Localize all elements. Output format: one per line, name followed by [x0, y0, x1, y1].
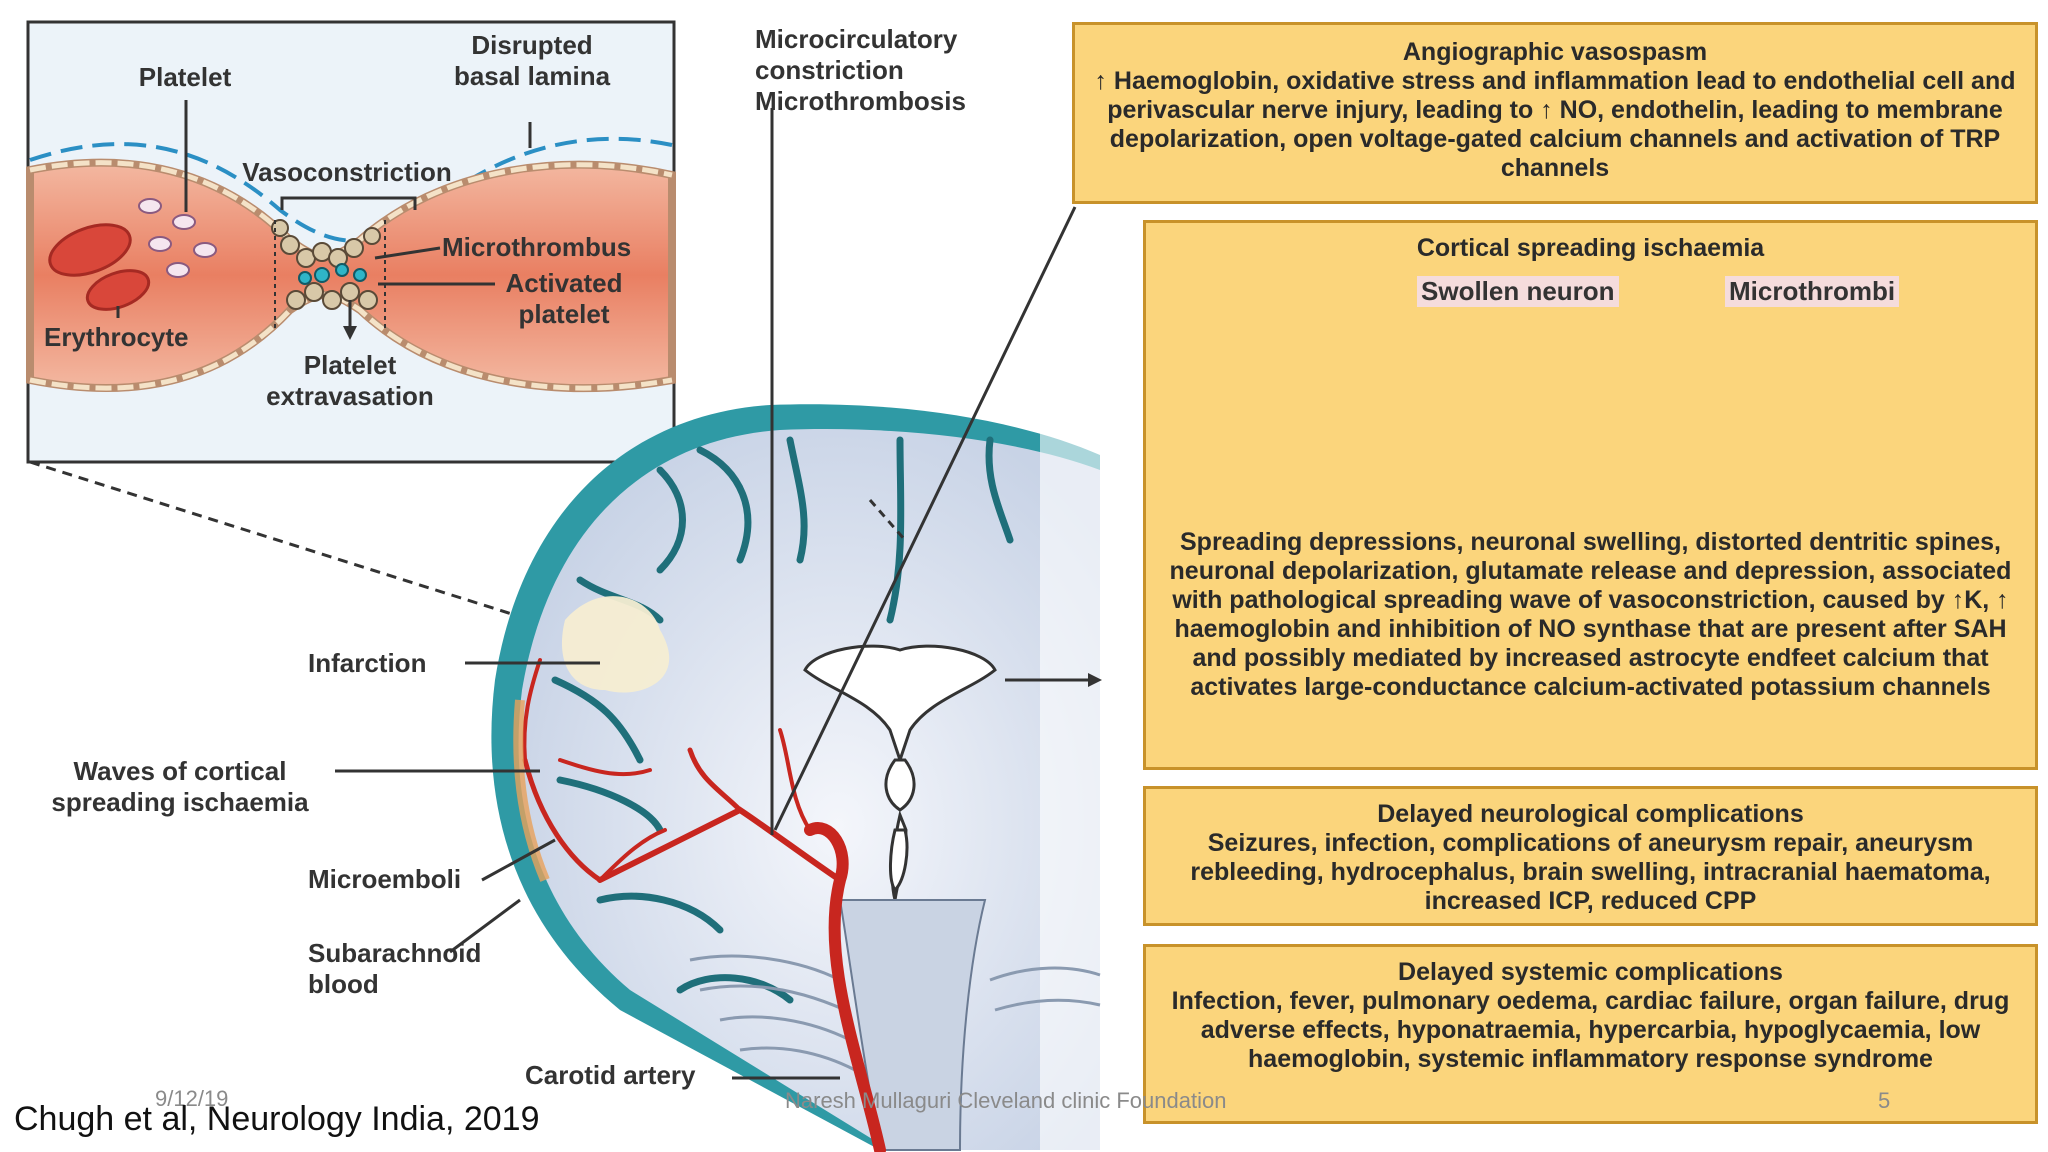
swollen-neuron-label: Swollen neuron [1417, 276, 1619, 307]
inset-vessel-figure [26, 20, 676, 464]
systemic-complications-box: Delayed systemic complications Infection… [1143, 944, 2038, 1124]
microthrombi-label: Microthrombi [1725, 276, 1900, 307]
disrupted-basal-lamina-label: Disrupted basal lamina [453, 30, 611, 91]
waves-label: Waves of cortical spreading ischaemia [51, 756, 309, 817]
page-number: 5 [1878, 1088, 1891, 1113]
microthrombus-label: Microthrombus [442, 232, 632, 262]
citation: Chugh et al, Neurology India, 2019 [14, 1100, 540, 1138]
footer-date: 9/12/19 [155, 1086, 229, 1111]
carotid-label: Carotid artery [525, 1060, 696, 1090]
platelet-label: Platelet [138, 62, 232, 92]
erythrocyte-label: Erythrocyte [44, 322, 189, 352]
systemic-body: Infection, fever, pulmonary oedema, card… [1171, 987, 2010, 1073]
neurological-complications-box: Delayed neurological complications Seizu… [1143, 786, 2038, 926]
neuro-title: Delayed neurological complications [1377, 800, 1804, 828]
cortical-spreading-box: Cortical spreading ischaemia Spreading d… [1143, 220, 2038, 770]
angiographic-vasospasm-box: Angiographic vasospasm ↑ Haemoglobin, ox… [1072, 22, 2038, 204]
footer-author: Naresh Mullaguri Cleveland clinic Founda… [785, 1088, 1227, 1113]
platelet-extravasation-label: Platelet extravasation [266, 350, 434, 411]
microcirculatory-label: Microcirculatory constriction Microthrom… [755, 24, 966, 116]
cortical-body: Spreading depressions, neuronal swelling… [1169, 528, 2012, 701]
brain-section-figure [335, 108, 1110, 1152]
subarachnoid-label: Subarachnoid blood [308, 938, 482, 999]
systemic-title: Delayed systemic complications [1398, 958, 1783, 986]
vasoconstriction-label: Vasoconstriction [242, 157, 452, 187]
angiographic-title: Angiographic vasospasm [1402, 38, 1708, 66]
neuro-body: Seizures, infection, complications of an… [1190, 829, 1991, 915]
cortical-title: Cortical spreading ischaemia [1416, 234, 1765, 262]
infarction-label: Infarction [308, 648, 427, 678]
angiographic-body: ↑ Haemoglobin, oxidative stress and infl… [1094, 67, 2016, 182]
microemboli-label: Microemboli [308, 864, 462, 894]
activated-platelet-label: Activated platelet [505, 268, 623, 329]
